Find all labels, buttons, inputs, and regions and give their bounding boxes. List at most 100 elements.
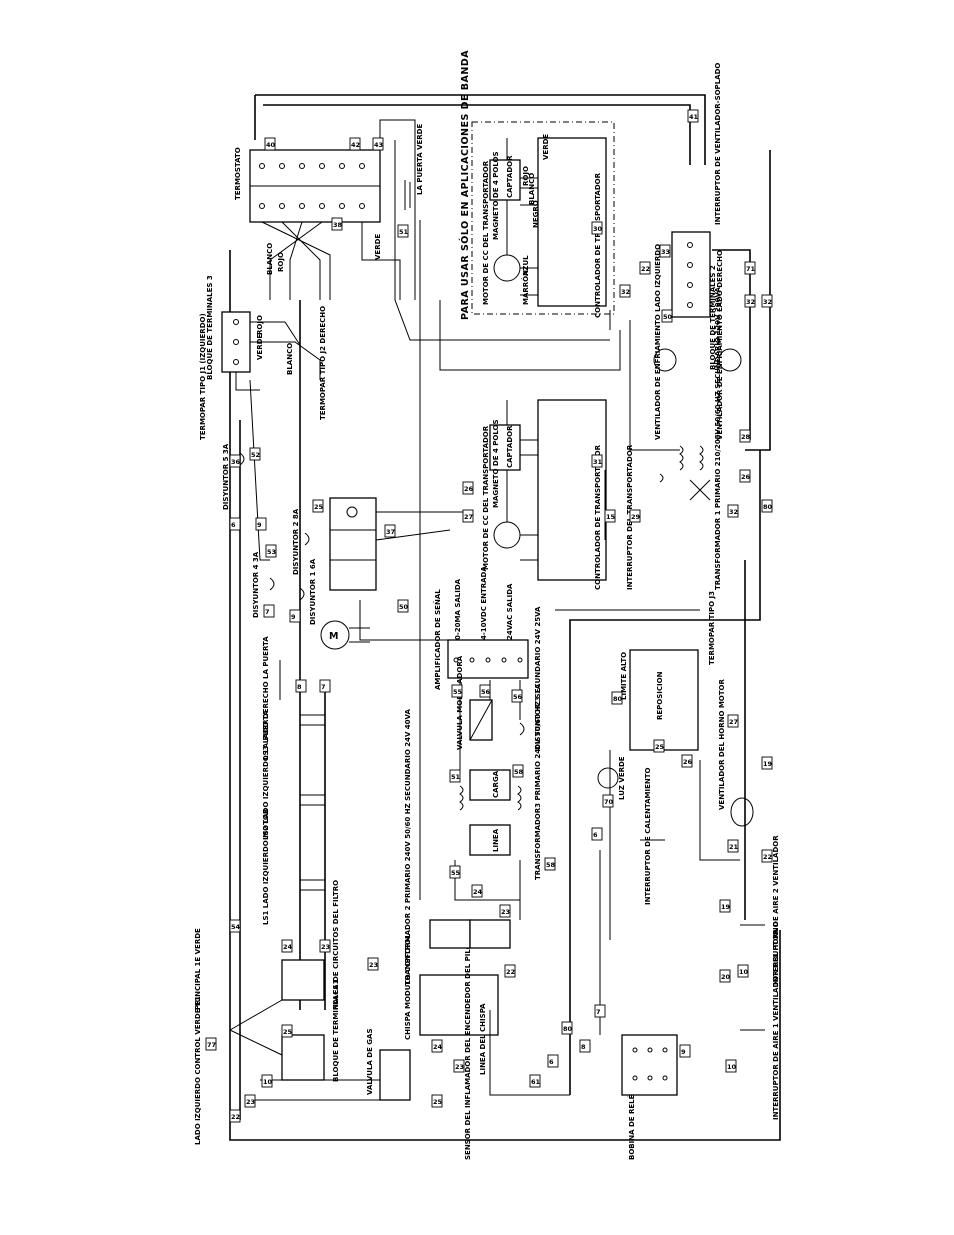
svg-text:41: 41	[689, 113, 699, 121]
svg-text:50: 50	[399, 603, 409, 611]
svg-text:TERMOPAR TIPO J1 (IZQUIERDO): TERMOPAR TIPO J1 (IZQUIERDO)	[199, 313, 207, 440]
svg-text:M: M	[329, 631, 339, 642]
svg-text:7: 7	[321, 683, 326, 691]
azul-top: AZUL	[522, 255, 530, 276]
magneto-top-label: MAGNETO DE 4 POLOS	[492, 151, 500, 240]
svg-text:32: 32	[729, 508, 738, 516]
svg-text:LADO IZQUIERDO CONTROL VERDE E: LADO IZQUIERDO CONTROL VERDE E1	[194, 996, 202, 1145]
svg-text:VERDE: VERDE	[374, 234, 382, 260]
svg-text:0-20MA SALIDA: 0-20MA SALIDA	[454, 578, 462, 640]
svg-text:6: 6	[231, 521, 236, 529]
svg-text:INTERRUPTOR DE VENTILADOR-SOPL: INTERRUPTOR DE VENTILADOR-SOPLADO	[714, 63, 722, 225]
svg-text:BOBINA DE RELÉ: BOBINA DE RELÉ	[627, 1094, 636, 1160]
air-switches: INTERRUPTOR DE CALENTAMIENTO INTERRUPTOR…	[640, 768, 780, 1120]
svg-text:31: 31	[593, 458, 603, 466]
svg-text:25: 25	[433, 1098, 443, 1106]
svg-text:32: 32	[746, 298, 755, 306]
svg-text:58: 58	[514, 768, 524, 776]
svg-text:10: 10	[739, 968, 749, 976]
svg-text:19: 19	[763, 760, 773, 768]
svg-text:BLANCO: BLANCO	[286, 343, 294, 375]
svg-text:VENTILADOR DE ENFRIAMIENTO LAD: VENTILADOR DE ENFRIAMIENTO LADO DERECHO	[716, 250, 724, 440]
svg-text:10: 10	[727, 1063, 737, 1071]
motor-top-label: MOTOR DE CC DEL TRANSPORTADOR	[482, 160, 490, 305]
svg-text:BLOQUE DE TERMINALES 3: BLOQUE DE TERMINALES 3	[206, 275, 214, 380]
svg-text:43: 43	[374, 141, 383, 149]
svg-text:26: 26	[464, 485, 474, 493]
svg-text:7: 7	[596, 1008, 601, 1016]
svg-text:26: 26	[741, 473, 751, 481]
svg-text:7: 7	[265, 608, 270, 616]
controller-top-label: CONTROLADOR DE TRANSPORTADOR	[594, 172, 602, 318]
svg-text:58: 58	[546, 861, 556, 869]
captador-top-label: CAPTADOR	[506, 155, 514, 198]
limite-alto-section: LIMITE ALTO REPOSICION TERMOPAR TIPO J3 …	[597, 591, 754, 827]
termostato-label: TERMOSTATO	[234, 147, 242, 200]
svg-text:SENSOR DEL INFLAMADOR DEL ENCE: SENSOR DEL INFLAMADOR DEL ENCENDEDOR DEL…	[464, 933, 472, 1160]
svg-text:27: 27	[464, 513, 473, 521]
svg-text:22: 22	[506, 968, 515, 976]
svg-text:AMPLIFICADOR DE SEÑAL: AMPLIFICADOR DE SEÑAL	[433, 589, 442, 690]
svg-text:VALVULA DE GAS: VALVULA DE GAS	[366, 1028, 374, 1095]
svg-text:BLOQUE DE TERMINALES1: BLOQUE DE TERMINALES1	[332, 980, 340, 1082]
contactor-block	[329, 497, 470, 591]
svg-text:LS1 LADO IZQUIERDO MOTOR: LS1 LADO IZQUIERDO MOTOR	[262, 808, 270, 925]
svg-text:8: 8	[297, 683, 302, 691]
svg-text:37: 37	[386, 528, 395, 536]
svg-text:ROJO: ROJO	[256, 315, 264, 335]
svg-text:29: 29	[631, 513, 641, 521]
svg-text:23: 23	[369, 961, 378, 969]
svg-text:36: 36	[231, 458, 241, 466]
svg-text:15: 15	[606, 513, 616, 521]
termostato: TERMOSTATO LA PUERTA VERDE BLANCO ROJO V…	[234, 124, 424, 300]
svg-text:9: 9	[681, 1048, 686, 1056]
svg-text:38: 38	[333, 221, 343, 229]
svg-text:8: 8	[581, 1043, 586, 1051]
svg-text:53: 53	[267, 548, 276, 556]
svg-text:6: 6	[549, 1058, 554, 1066]
outer-wiring	[229, 94, 781, 1141]
svg-text:80: 80	[613, 695, 623, 703]
svg-text:61: 61	[531, 1078, 541, 1086]
svg-text:LINEA DEL CHISPA: LINEA DEL CHISPA	[479, 1003, 487, 1075]
puerta-verde-label: LA PUERTA VERDE	[416, 124, 424, 195]
disyuntores: DISYUNTOR 5 3A DISYUNTOR 2 8A DISYUNTOR …	[222, 443, 542, 750]
svg-text:DISYUNTOR 4 3A: DISYUNTOR 4 3A	[252, 551, 260, 618]
svg-text:TRANSFORMADOR 1 PRIMARIO 210/2: TRANSFORMADOR 1 PRIMARIO 210/208V 50/60 …	[714, 287, 722, 590]
svg-text:LS3 LADO DERECHO LA PUERTA: LS3 LADO DERECHO LA PUERTA	[262, 636, 270, 760]
negro-top: NEGRO	[532, 200, 540, 228]
svg-text:23: 23	[246, 1098, 255, 1106]
svg-text:80: 80	[563, 1025, 573, 1033]
svg-text:51: 51	[451, 773, 461, 781]
motor-low-label: MOTOR DE CC DEL TRANSPORTADOR	[482, 425, 490, 570]
verde-top: VERDE	[542, 134, 550, 160]
svg-text:INTERRUPTOR DE CALENTAMIENTO: INTERRUPTOR DE CALENTAMIENTO	[644, 768, 652, 905]
svg-text:32: 32	[621, 288, 630, 296]
svg-text:40: 40	[266, 141, 276, 149]
svg-text:INTERRUPTOR DE AIRE 2 VENTILAD: INTERRUPTOR DE AIRE 2 VENTILADOR	[772, 835, 780, 985]
limit-switches: LS3 LADO DERECHO LA PUERTA LS2 LADO IZQU…	[262, 636, 325, 925]
interconnect	[249, 119, 740, 1101]
belt-application-region	[471, 121, 615, 315]
svg-text:56: 56	[513, 693, 523, 701]
svg-text:CARGA: CARGA	[492, 770, 500, 798]
svg-text:27: 27	[729, 718, 738, 726]
svg-text:10: 10	[263, 1078, 273, 1086]
svg-text:VERDE: VERDE	[256, 334, 264, 360]
svg-text:BLOQUE DE TERMINALES 2: BLOQUE DE TERMINALES 2	[709, 265, 717, 370]
svg-text:23: 23	[455, 1063, 464, 1071]
controller-low-label: CONTROLADOR DE TRANSPORTADOR	[594, 444, 602, 590]
svg-text:4-10VDC ENTRADA: 4-10VDC ENTRADA	[480, 566, 488, 640]
svg-text:80: 80	[763, 503, 773, 511]
filter-board: PLACA DE CIRCUITOS DEL FILTRO BLOQUE DE …	[194, 880, 340, 1145]
svg-text:TRANSFORMADOR3 PRIMARIO 240V 5: TRANSFORMADOR3 PRIMARIO 240V 50/60 HZ SE…	[534, 606, 542, 880]
bobina-rele: BOBINA DE RELÉ	[621, 1034, 678, 1160]
svg-text:24: 24	[473, 888, 483, 896]
amplificador-senal: AMPLIFICADOR DE SEÑAL 0-20MA SALIDA 4-10…	[433, 566, 529, 690]
svg-text:DISYUNTOR 5 3A: DISYUNTOR 5 3A	[222, 443, 230, 510]
svg-text:23: 23	[321, 943, 330, 951]
svg-text:LIMITE ALTO: LIMITE ALTO	[620, 652, 628, 700]
motor-m: M	[320, 620, 370, 650]
svg-text:VENTILADOR DE ENFRIAMIENTO LAD: VENTILADOR DE ENFRIAMIENTO LADO IZQUIERD…	[654, 244, 662, 440]
